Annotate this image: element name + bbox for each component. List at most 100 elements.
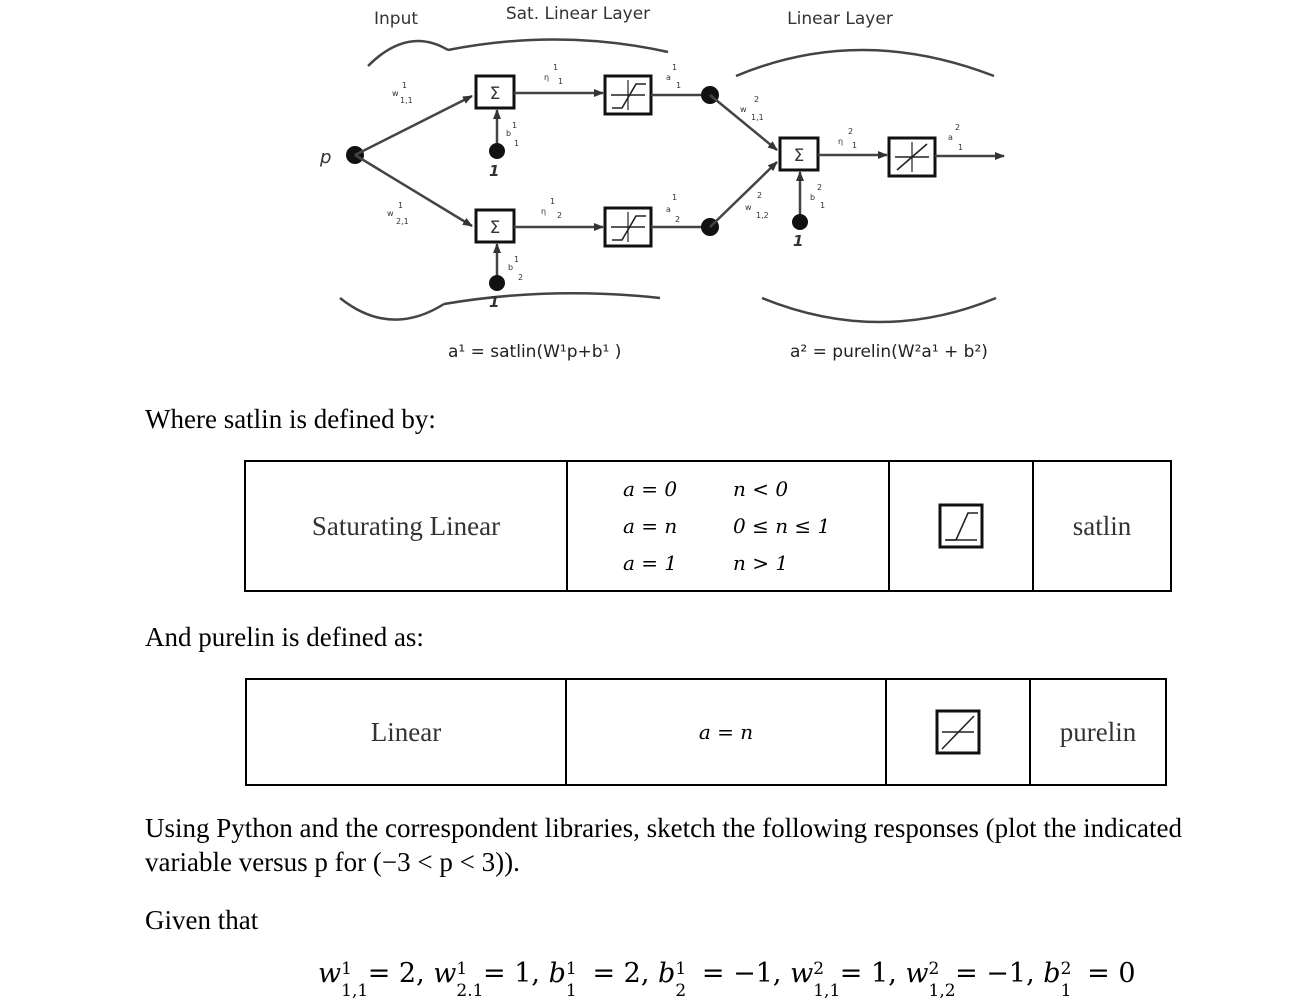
- svg-text:a: a: [666, 73, 671, 82]
- n1-2-label: η 1 2: [541, 197, 562, 220]
- task-line-2: variable versus p for (−3 < p < 3)).: [145, 847, 520, 877]
- svg-text:1: 1: [558, 77, 563, 86]
- satlin-intro: Where satlin is defined by:: [145, 404, 436, 434]
- bias-one-1-1: 1: [489, 162, 499, 180]
- layer1-equation: a¹ = satlin(W¹p+b¹ ): [448, 342, 621, 362]
- a1-2-label: a 1 2: [666, 193, 680, 224]
- svg-text:2: 2: [675, 215, 680, 224]
- svg-text:2: 2: [518, 273, 523, 282]
- svg-text:w: w: [392, 89, 399, 98]
- brace-linear-top: [735, 48, 995, 78]
- svg-text:b: b: [508, 263, 513, 272]
- svg-text:η: η: [544, 73, 549, 82]
- svg-text:1,2: 1,2: [756, 211, 769, 220]
- satlin-icon-cell: [888, 460, 1034, 592]
- n1-1-label: η 1 1: [544, 63, 563, 86]
- svg-text:1: 1: [512, 121, 517, 130]
- sum-symbol-1-2: Σ: [490, 218, 501, 238]
- satlin-name-cell: Saturating Linear: [244, 460, 568, 592]
- svg-text:1: 1: [958, 143, 963, 152]
- b1-2-label: b 1 2: [508, 255, 523, 282]
- task-line-1: Using Python and the correspondent libra…: [145, 813, 1183, 843]
- purelin-definition-cell: a = n: [565, 678, 887, 786]
- svg-text:2: 2: [848, 127, 853, 136]
- svg-text:a: a: [948, 133, 953, 142]
- svg-text:1: 1: [550, 197, 555, 206]
- svg-text:1: 1: [672, 63, 677, 72]
- svg-text:b: b: [506, 129, 511, 138]
- w1-21-label: w 1 2,1: [387, 201, 409, 226]
- sum-symbol-1-1: Σ: [490, 84, 501, 104]
- svg-text:b: b: [810, 193, 815, 202]
- table-row: Linear a = n purelin: [245, 678, 1167, 786]
- svg-text:2: 2: [817, 183, 822, 192]
- svg-text:1: 1: [852, 141, 857, 150]
- svg-text:1: 1: [672, 193, 677, 202]
- svg-text:2,1: 2,1: [396, 217, 409, 226]
- network-diagram: Input Sat. Linear Layer Linear Layer p w…: [319, 4, 1005, 362]
- satlin-name: Saturating Linear: [311, 510, 501, 541]
- given-b2-1: 0: [1118, 958, 1136, 989]
- svg-text:2: 2: [754, 95, 759, 104]
- given-b1-2: −1: [733, 958, 773, 989]
- svg-text:1,1: 1,1: [400, 96, 413, 105]
- weight-line-2-11: [709, 94, 778, 151]
- purelin-abbr: purelin: [1059, 716, 1137, 747]
- header-linear-layer: Linear Layer: [787, 9, 893, 29]
- bias-one-2-1: 1: [793, 232, 803, 250]
- svg-text:1,1: 1,1: [751, 113, 764, 122]
- satlin-curve-1: [612, 83, 646, 109]
- weight-line-1-1: [354, 94, 473, 157]
- purelin-table: Linear a = n purelin: [245, 678, 1167, 786]
- w2-11-label: w 2 1,1: [740, 95, 764, 122]
- header-input: Input: [374, 9, 418, 29]
- svg-text:w: w: [745, 203, 752, 212]
- bias-node-1-1: [489, 143, 505, 159]
- svg-text:1: 1: [514, 139, 519, 148]
- bias-one-1-2: 1: [489, 293, 499, 311]
- task-text: Using Python and the correspondent libra…: [145, 811, 1305, 879]
- svg-text:1: 1: [676, 81, 681, 90]
- svg-text:2: 2: [557, 211, 562, 220]
- svg-text:η: η: [541, 207, 546, 216]
- b2-1-label: b 2 1: [810, 183, 825, 210]
- brace-linear-bottom: [761, 296, 997, 324]
- a2-1-label: a 2 1: [948, 123, 963, 152]
- a1-1-label: a 1 1: [666, 63, 681, 90]
- satlin-icon: [938, 503, 984, 549]
- given-w1-11: 2: [398, 958, 417, 989]
- purelin-icon: [935, 709, 981, 755]
- w2-12-label: w 2 1,2: [745, 191, 769, 220]
- sum-symbol-2-1: Σ: [794, 146, 805, 166]
- brace-input-bottom: [339, 297, 445, 321]
- header-sat-linear-layer: Sat. Linear Layer: [506, 4, 650, 24]
- svg-text:1: 1: [553, 63, 558, 72]
- given-w2-11: 1: [871, 958, 889, 989]
- given-label: Given that: [145, 905, 259, 935]
- given-w2-12: −1: [986, 958, 1027, 989]
- weight-line-2-12: [709, 161, 778, 228]
- svg-text:1: 1: [820, 201, 825, 210]
- satlin-curve-2: [612, 215, 646, 241]
- bias-node-1-2: [489, 275, 505, 291]
- layer2-equation: a² = purelin(W²a¹ + b²): [790, 342, 988, 362]
- b1-1-label: b 1 1: [506, 121, 519, 148]
- given-w1-21: 1: [514, 958, 532, 989]
- svg-text:1: 1: [514, 255, 519, 264]
- svg-text:w: w: [740, 105, 747, 114]
- brace-input-top: [367, 39, 449, 67]
- given-b1-1: 2: [623, 958, 641, 989]
- svg-text:1: 1: [402, 81, 407, 90]
- svg-text:η: η: [838, 137, 843, 146]
- satlin-abbr-cell: satlin: [1032, 460, 1172, 592]
- brace-sat-bottom: [443, 291, 661, 306]
- bias-node-2-1: [792, 214, 808, 230]
- svg-text:a: a: [666, 205, 671, 214]
- n2-1-label: η 2 1: [838, 127, 857, 150]
